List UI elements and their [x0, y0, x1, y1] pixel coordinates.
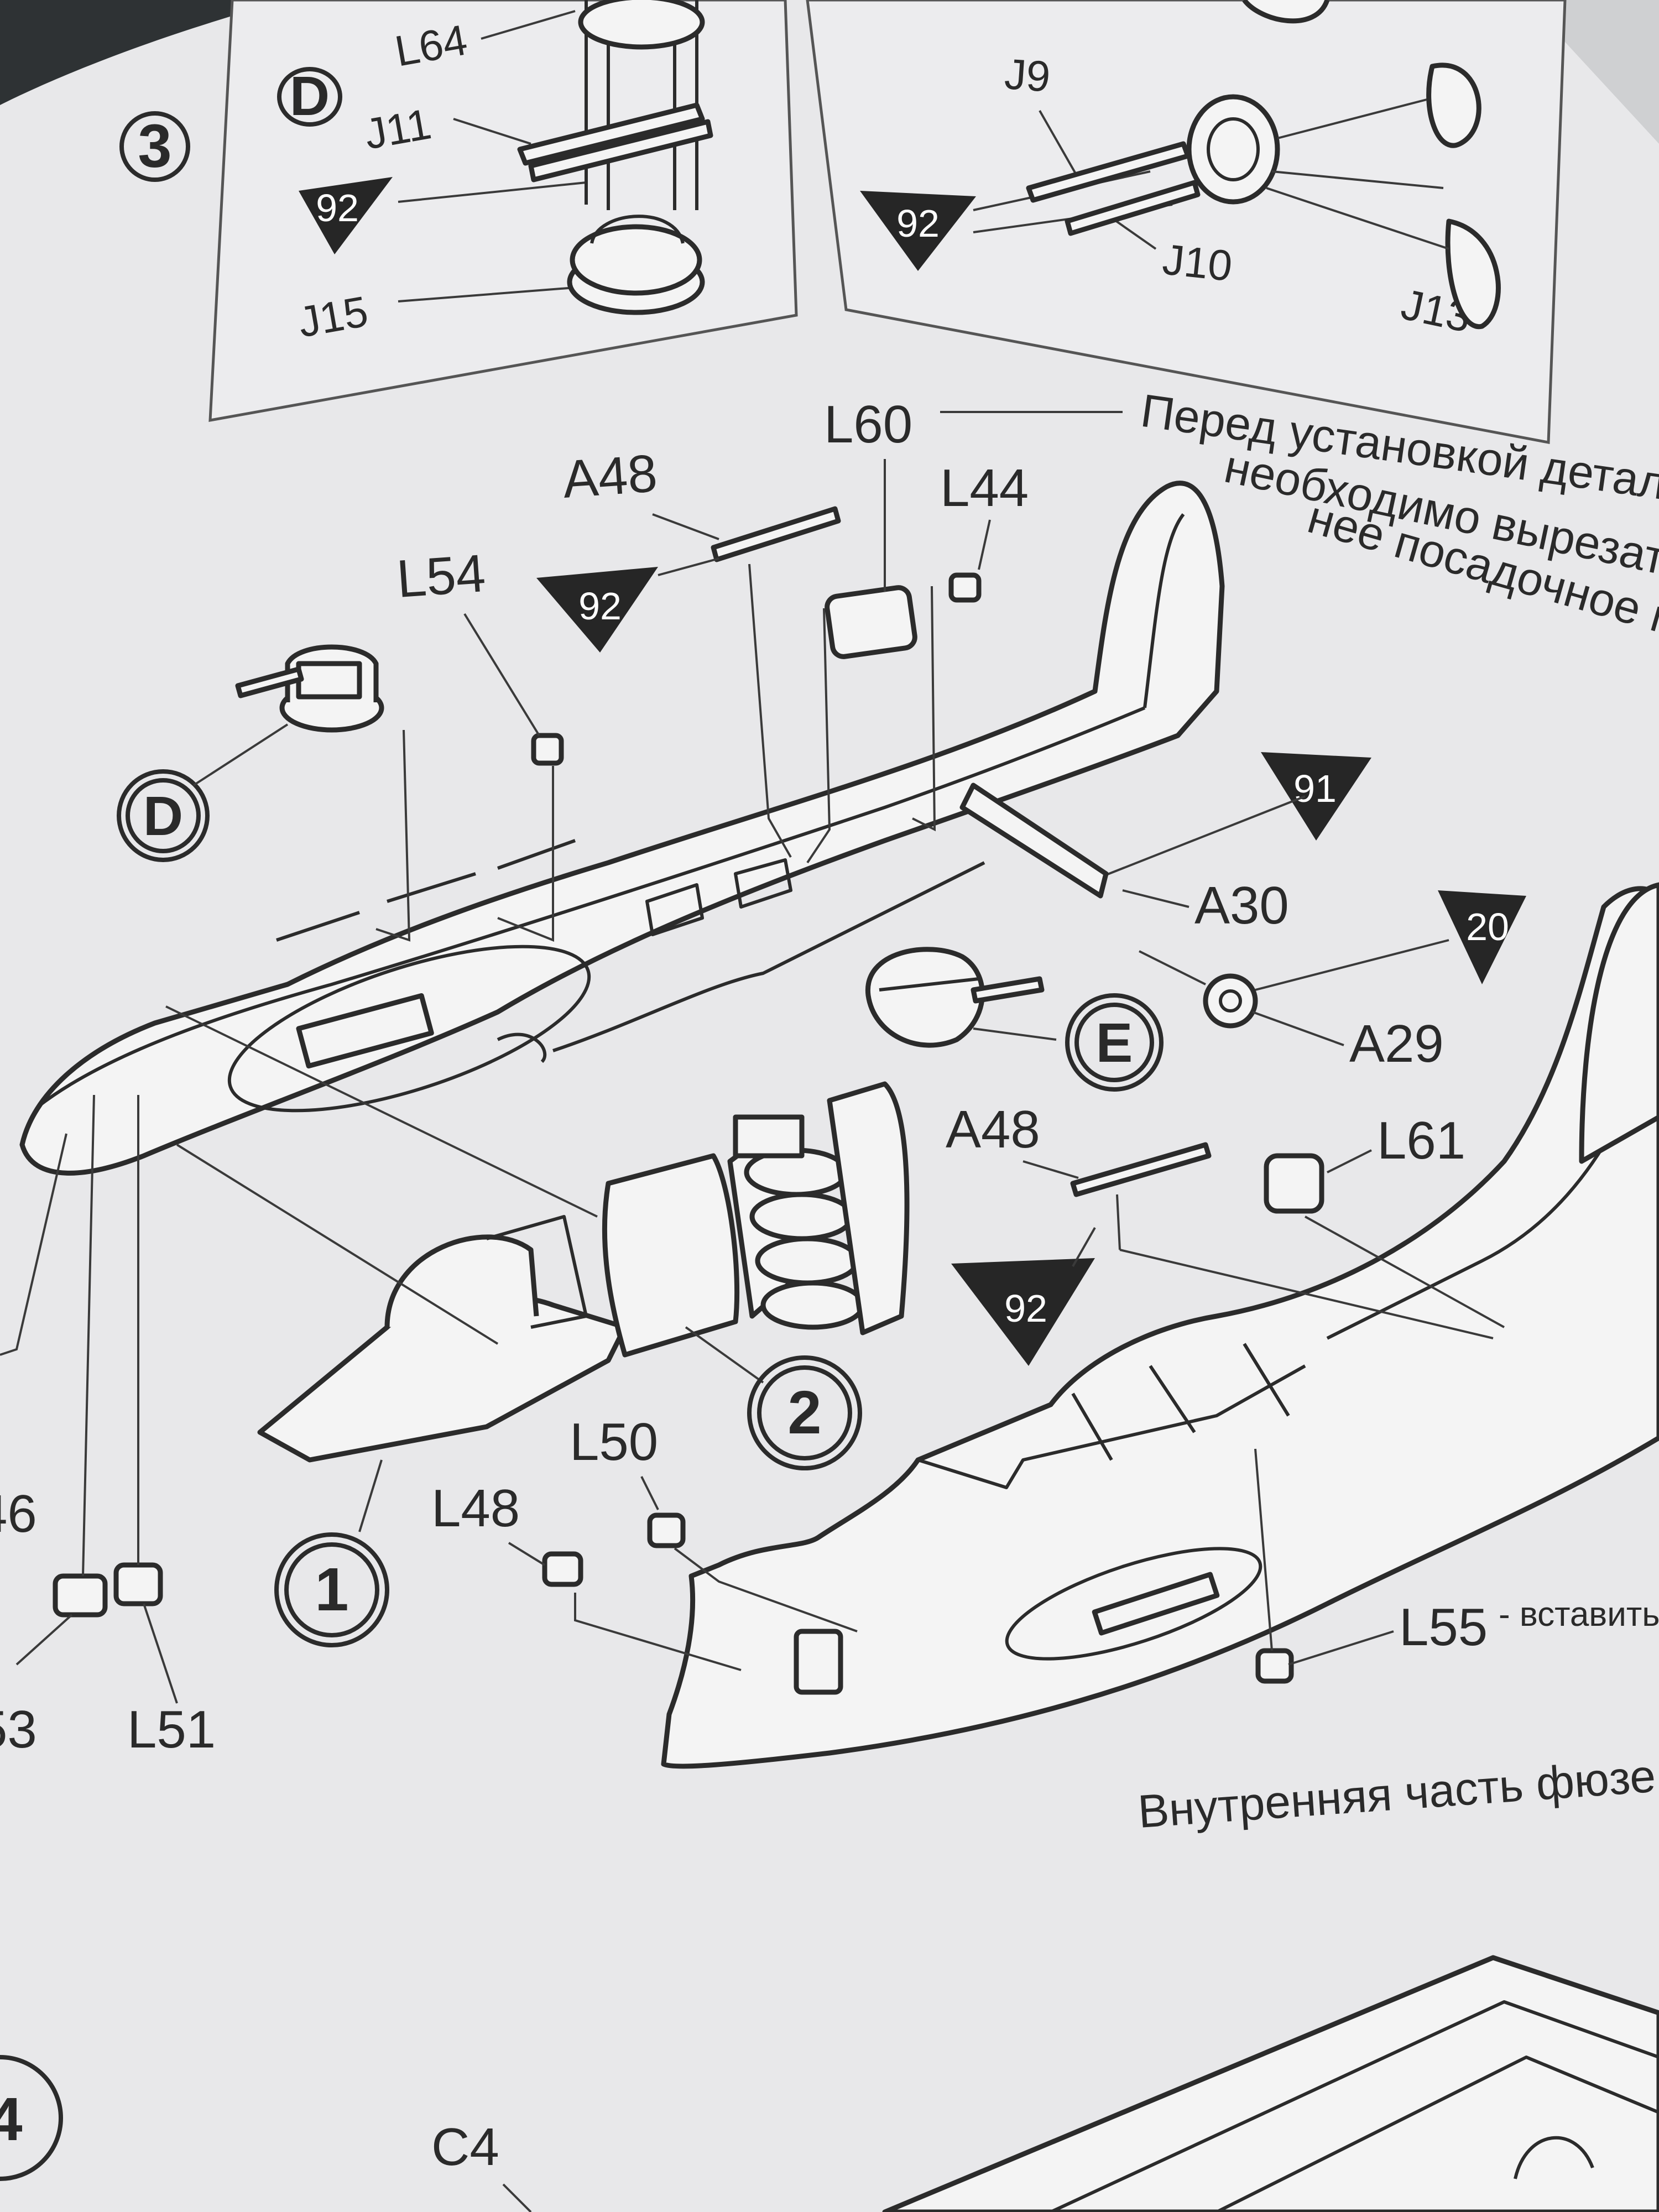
inset-left-panel: D 92 L64 J11 J15 — [208, 0, 798, 422]
circle-e: E — [1065, 993, 1164, 1092]
cockpit-floor-part — [257, 1125, 810, 1463]
label-L54: L54 — [395, 544, 487, 609]
label-L55: L55 — [1399, 1598, 1488, 1657]
svg-text:92: 92 — [316, 186, 359, 229]
svg-text:4: 4 — [0, 2085, 23, 2153]
label-L60: L60 — [824, 395, 912, 454]
circle-1: 1 — [274, 1532, 389, 1647]
turret-ring-part — [567, 0, 705, 315]
label-A29: A29 — [1349, 1014, 1444, 1073]
circle-2: 2 — [747, 1355, 862, 1470]
part-L61 — [1264, 1153, 1324, 1214]
part-L54 — [531, 733, 564, 766]
turret-d-part — [235, 644, 384, 733]
label-C4: C4 — [431, 2117, 499, 2177]
label-L61: L61 — [1377, 1111, 1465, 1170]
fuselage-upper-half — [19, 481, 1225, 1176]
paint-triangle-92-inset-left — [299, 177, 393, 254]
label-L53: 53 — [0, 1700, 37, 1759]
svg-text:1: 1 — [315, 1556, 348, 1624]
part-A30 — [959, 782, 1109, 899]
circle-d-main: D — [117, 769, 210, 862]
part-L60 — [825, 585, 917, 659]
label-J11: J11 — [361, 99, 435, 158]
part-A29 — [1203, 973, 1258, 1029]
part-L44 — [948, 572, 982, 603]
svg-text:2: 2 — [787, 1379, 821, 1447]
svg-text:D: D — [143, 785, 183, 847]
bomb-bay-part — [733, 1081, 910, 1335]
background-corner — [0, 0, 288, 105]
svg-text:92: 92 — [578, 585, 622, 628]
circle-d-inset: D — [277, 65, 342, 127]
label-L44: L44 — [940, 458, 1029, 518]
part-L51 — [113, 1562, 163, 1606]
svg-text:E: E — [1096, 1012, 1133, 1074]
fuselage-lower-half — [661, 882, 1659, 1769]
label-J9: J9 — [1003, 49, 1052, 101]
label-A48-top: A48 — [561, 444, 659, 509]
label-A48-mid: A48 — [946, 1100, 1040, 1159]
step-3-marker: 3 — [119, 111, 190, 182]
label-J15: J15 — [295, 286, 372, 347]
svg-text:3: 3 — [138, 112, 171, 180]
part-A48-top — [711, 506, 841, 562]
label-L46: 46 — [0, 1484, 37, 1543]
svg-text:D: D — [290, 65, 330, 127]
paint-triangle-20 — [1438, 890, 1526, 984]
wing-part — [882, 1955, 1659, 2212]
label-L51: L51 — [127, 1700, 216, 1759]
part-L48 — [542, 1551, 583, 1587]
paint-triangle-92-mid — [951, 1258, 1095, 1366]
svg-text:91: 91 — [1293, 767, 1337, 810]
svg-text:20: 20 — [1466, 905, 1509, 948]
label-J10: J10 — [1160, 234, 1234, 290]
step-4-marker: 4 — [0, 2055, 63, 2181]
part-A48-mid — [1070, 1142, 1212, 1197]
paint-triangle-91 — [1261, 752, 1371, 841]
turret-e-part — [865, 947, 1045, 1048]
label-L50: L50 — [570, 1412, 658, 1472]
label-A30: A30 — [1194, 876, 1289, 935]
part-L55 — [1255, 1648, 1294, 1684]
part-L50 — [647, 1512, 686, 1548]
paint-triangle-92-top — [536, 567, 658, 653]
inset-right-panel: 92 J9 J10 J13 — [806, 0, 1567, 444]
part-L53 — [53, 1573, 108, 1618]
svg-text:92: 92 — [1004, 1287, 1047, 1330]
label-L48: L48 — [431, 1479, 520, 1538]
paint-triangle-92-inset-right — [860, 191, 976, 271]
note-L55: - вставить — [1499, 1595, 1659, 1634]
svg-text:92: 92 — [896, 202, 940, 245]
